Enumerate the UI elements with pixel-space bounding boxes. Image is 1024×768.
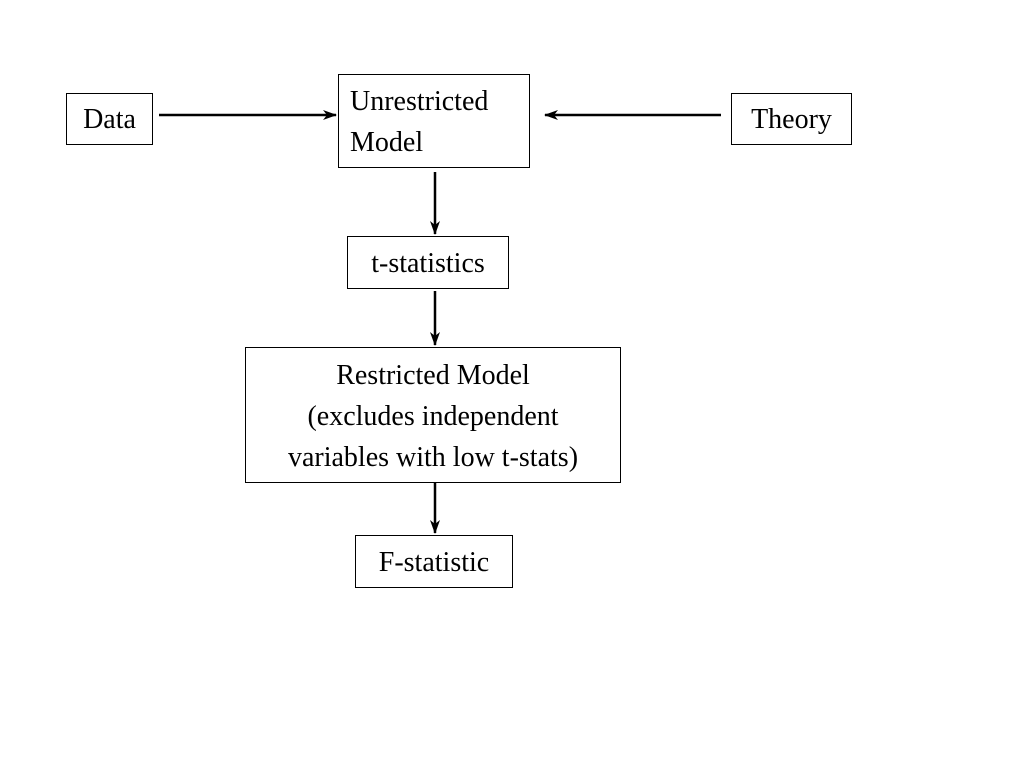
node-restricted-line-3: variables with low t-stats) bbox=[287, 442, 579, 473]
node-theory: Theory bbox=[731, 93, 852, 145]
node-restricted-line-2: (excludes independent bbox=[307, 401, 559, 432]
node-data: Data bbox=[66, 93, 153, 145]
node-tstats-label: t-statistics bbox=[371, 248, 485, 279]
node-theory-label: Theory bbox=[751, 104, 832, 135]
node-fstat-label: F-statistic bbox=[378, 547, 490, 578]
node-unrestricted-line-1: Unrestricted bbox=[350, 86, 489, 117]
node-restricted-line-1: Restricted Model bbox=[336, 360, 530, 391]
node-unrestricted-model: Unrestricted Model bbox=[338, 74, 530, 168]
node-t-statistics: t-statistics bbox=[347, 236, 509, 289]
node-data-label: Data bbox=[83, 104, 136, 135]
node-unrestricted-line-2: Model bbox=[350, 127, 424, 158]
node-f-statistic: F-statistic bbox=[355, 535, 513, 588]
node-restricted-model: Restricted Model (excludes independent v… bbox=[245, 347, 621, 483]
